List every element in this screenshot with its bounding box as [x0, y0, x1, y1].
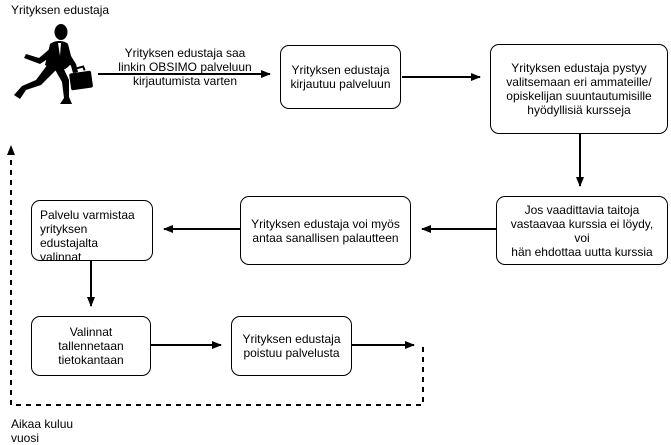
- node-save-text: Valinnat tallennetaan tietokantaan: [58, 325, 124, 367]
- node-suggest-course: Jos vaadittavia taitoja vastaavaa kurssi…: [496, 196, 668, 265]
- node-suggest-course-text: Jos vaadittavia taitoja vastaavaa kurssi…: [510, 202, 654, 259]
- node-login: Yrityksen edustaja kirjautuu palveluun: [280, 45, 401, 109]
- node-feedback-text: Yrityksen edustaja voi myös antaa sanall…: [251, 216, 400, 245]
- time-passes-label: Aikaa kuluu vuosi: [11, 417, 74, 445]
- node-confirm-text: Palvelu varmistaa yrityksen edustajalta …: [40, 208, 135, 264]
- edge-label-login-link: Yrityksen edustaja saa linkin OBSIMO pal…: [118, 46, 252, 88]
- actor-title: Yrityksen edustaja: [11, 3, 110, 17]
- node-save: Valinnat tallennetaan tietokantaan: [31, 316, 151, 376]
- node-login-text: Yrityksen edustaja kirjautuu palveluun: [290, 63, 391, 91]
- node-select-courses: Yrityksen edustaja pystyy valitsemaan er…: [490, 44, 668, 134]
- node-confirm: Palvelu varmistaa yrityksen edustajalta …: [31, 200, 153, 264]
- node-logout-text: Yrityksen edustaja poistuu palvelusta: [242, 332, 341, 360]
- node-logout: Yrityksen edustaja poistuu palvelusta: [231, 316, 352, 376]
- node-select-courses-text: Yrityksen edustaja pystyy valitsemaan er…: [506, 61, 652, 117]
- running-businessman-icon: [14, 24, 93, 104]
- node-feedback: Yrityksen edustaja voi myös antaa sanall…: [240, 196, 411, 265]
- dashed-time-loop: [6, 145, 424, 406]
